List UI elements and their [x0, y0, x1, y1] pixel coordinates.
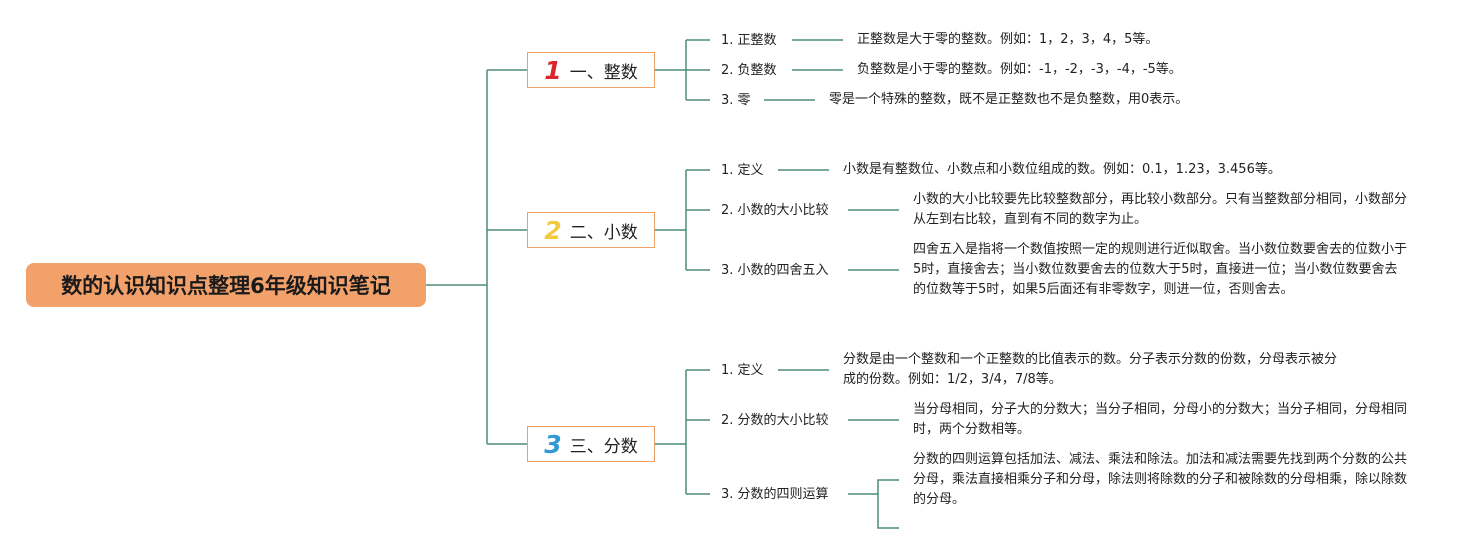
- number-badge: 2: [544, 215, 562, 245]
- item-description: 小数是有整数位、小数点和小数位组成的数。例如：0.1，1.23，3.456等。: [843, 162, 1281, 177]
- item-description: 零是一个特殊的整数，既不是正整数也不是负整数，用0表示。: [829, 92, 1189, 107]
- branch-fractions[interactable]: 3 三、分数: [527, 426, 655, 462]
- item-description: 分数的四则运算包括加法、减法、乘法和除法。加法和减法需要先找到两个分数的公共分母…: [913, 452, 1408, 507]
- item-description: 分数是由一个整数和一个正整数的比值表示的数。分子表示分数的份数，分母表示被分成的…: [843, 352, 1338, 387]
- item-label[interactable]: 2. 分数的大小比较: [721, 413, 829, 428]
- root-node[interactable]: 数的认识知识点整理6年级知识笔记: [26, 263, 426, 307]
- branch-integers[interactable]: 1 一、整数: [527, 52, 655, 88]
- item-description: 负整数是小于零的整数。例如：-1，-2，-3，-4，-5等。: [857, 62, 1182, 77]
- item-label[interactable]: 3. 零: [721, 93, 751, 108]
- item-label[interactable]: 3. 小数的四舍五入: [721, 263, 829, 278]
- item-description: 四舍五入是指将一个数值按照一定的规则进行近似取舍。当小数位数要舍去的位数小于5时…: [913, 242, 1408, 297]
- item-description: 小数的大小比较要先比较整数部分，再比较小数部分。只有当整数部分相同，小数部分从左…: [913, 192, 1408, 227]
- item-description: 正整数是大于零的整数。例如：1，2，3，4，5等。: [857, 32, 1159, 47]
- item-label[interactable]: 2. 小数的大小比较: [721, 203, 829, 218]
- item-label[interactable]: 1. 定义: [721, 163, 764, 178]
- branch-title: 三、分数: [569, 436, 638, 457]
- item-label[interactable]: 1. 正整数: [721, 33, 777, 48]
- number-badge: 1: [544, 55, 562, 85]
- item-label[interactable]: 3. 分数的四则运算: [721, 487, 829, 502]
- root-title: 数的认识知识点整理6年级知识笔记: [61, 274, 391, 298]
- item-label[interactable]: 1. 定义: [721, 363, 764, 378]
- bracket-line: [877, 479, 899, 529]
- number-badge: 3: [544, 429, 562, 459]
- branch-decimals[interactable]: 2 二、小数: [527, 212, 655, 248]
- branch-title: 一、整数: [569, 62, 638, 83]
- branch1-spine: [655, 40, 687, 100]
- branch-title: 二、小数: [569, 222, 638, 243]
- item-description: 当分母相同，分子大的分数大；当分子相同，分母小的分数大；当分子相同，分母相同时，…: [913, 402, 1408, 437]
- item-label[interactable]: 2. 负整数: [721, 63, 777, 78]
- branch3-spine: [655, 370, 687, 494]
- branch2-spine: [655, 170, 687, 270]
